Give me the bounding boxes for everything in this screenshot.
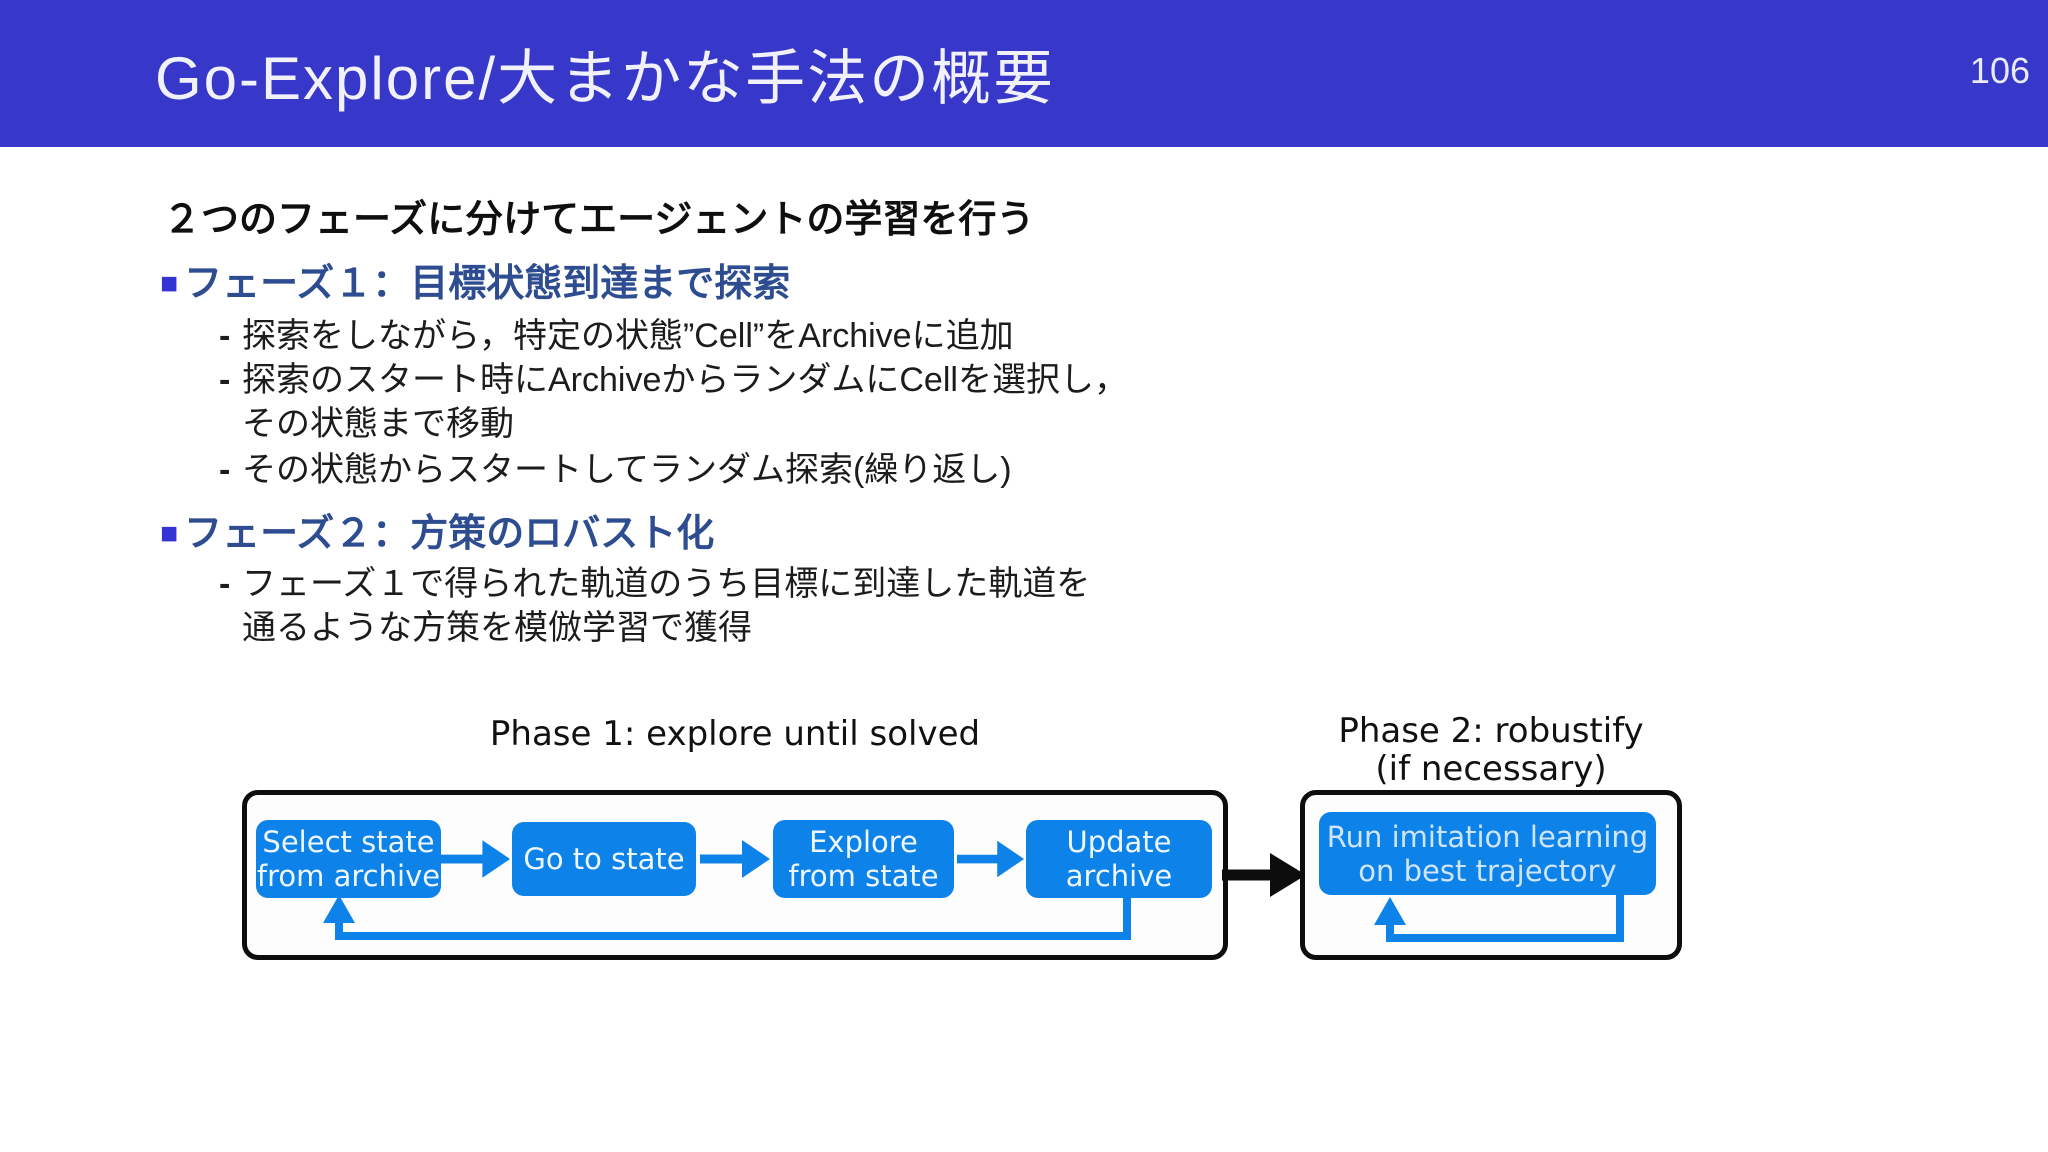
section-heading-text: フェーズ２：方策のロバスト化 xyxy=(184,513,715,555)
arrow-right-icon xyxy=(957,840,1025,878)
intro-heading: ２つのフェーズに分けてエージェントの学習を行う xyxy=(163,199,1035,241)
header-bar: Go-Explore/大まかな手法の概要 106 xyxy=(0,0,2048,147)
dash-bullet: - xyxy=(219,317,231,355)
dash-bullet: - xyxy=(219,451,231,489)
arrow-right-icon xyxy=(441,840,511,878)
phase-connector-arrow-icon xyxy=(1222,853,1306,897)
bullet-item: - 探索のスタート時にArchiveからランダムにCellを選択し， その状態ま… xyxy=(219,358,2048,446)
square-bullet-icon: ■ xyxy=(160,517,179,550)
phase1-title: Phase 1: explore until solved xyxy=(489,714,981,754)
bullet-text: 探索をしながら，特定の状態”Cell”をArchiveに追加 xyxy=(242,317,1014,355)
bullet-text: フェーズ１で得られた軌道のうち目標に到達した軌道を 通るような方策を模倣学習で獲… xyxy=(242,565,1091,647)
phase2-panel: Run imitation learning on best trajector… xyxy=(1300,790,1682,960)
bullet-text: その状態からスタートしてランダム探索(繰り返し) xyxy=(242,451,1012,489)
square-bullet-icon: ■ xyxy=(160,267,179,300)
box-update-archive: Update archive xyxy=(1026,820,1212,898)
loop-arrow-icon xyxy=(1374,895,1624,942)
phase1-panel: Select state from archive Go to state Ex… xyxy=(242,790,1228,960)
bullet-text: 探索のスタート時にArchiveからランダムにCellを選択し， その状態まで移… xyxy=(242,361,1128,443)
dash-bullet: - xyxy=(219,565,231,603)
section-heading-text: フェーズ１：目標状態到達まで探索 xyxy=(184,263,791,305)
bullet-item: - その状態からスタートしてランダム探索(繰り返し) xyxy=(219,448,2048,492)
phase2-title: Phase 2: robustify (if necessary) xyxy=(1338,711,1644,789)
section-phase1-heading: ■ フェーズ１：目標状態到達まで探索 xyxy=(160,262,2048,306)
box-explore-from-state: Explore from state xyxy=(773,820,954,898)
slide-content: ２つのフェーズに分けてエージェントの学習を行う ■ フェーズ１：目標状態到達まで… xyxy=(0,147,2048,650)
bullet-item: - 探索をしながら，特定の状態”Cell”をArchiveに追加 xyxy=(219,314,2048,358)
box-run-imitation-learning: Run imitation learning on best trajector… xyxy=(1319,812,1656,895)
page-title: Go-Explore/大まかな手法の概要 xyxy=(155,45,1056,112)
bullet-item: - フェーズ１で得られた軌道のうち目標に到達した軌道を 通るような方策を模倣学習… xyxy=(219,562,2048,650)
page-number: 106 xyxy=(1969,50,2030,91)
dash-bullet: - xyxy=(219,361,231,399)
arrow-right-icon xyxy=(700,840,770,878)
box-go-to-state: Go to state xyxy=(512,822,696,896)
section-phase2-heading: ■ フェーズ２：方策のロバスト化 xyxy=(160,512,2048,556)
box-select-state: Select state from archive xyxy=(256,820,441,898)
loop-arrow-icon xyxy=(323,895,1131,940)
